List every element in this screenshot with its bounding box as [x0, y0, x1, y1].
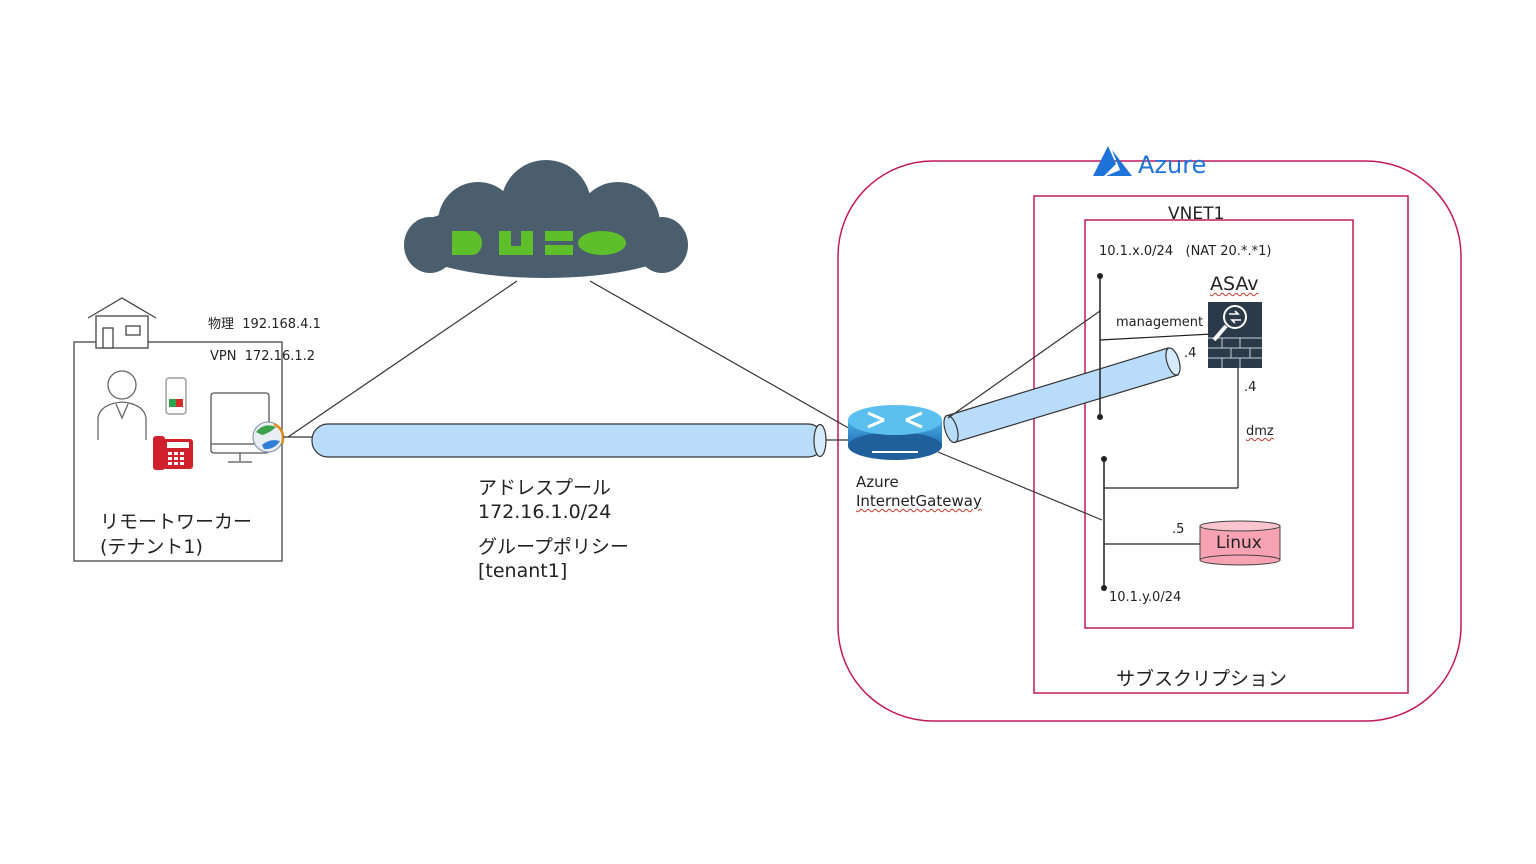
desk-phone-icon: [153, 436, 193, 470]
asav-firewall-icon: [1208, 302, 1262, 368]
linux-server-icon: [1199, 520, 1281, 566]
bottom-subnet-bus-end: [1101, 456, 1107, 462]
group-policy-label: グループポリシー: [478, 536, 629, 558]
remote-worker-caption-line1: リモートワーカー: [100, 511, 253, 533]
physical-ip: 192.168.4.1: [242, 317, 321, 332]
vpn-tunnel: [311, 423, 827, 458]
duo-cloud-icon: [404, 160, 688, 278]
vnet-boundary: [1084, 219, 1354, 629]
smartphone-icon: [165, 377, 187, 415]
vnet-title: VNET1: [1168, 204, 1225, 224]
remote-worker-box: [73, 341, 283, 562]
vpn-ip: 172.16.1.2: [244, 349, 316, 364]
bottom-subnet-label: 10.1.y.0/24: [1109, 590, 1182, 605]
linux-host: .5: [1172, 522, 1185, 537]
management-host: .4: [1184, 346, 1197, 361]
management-tunnel: [943, 347, 1181, 444]
subscription-boundary: [1033, 195, 1409, 694]
azure-logo-text: Azure: [1138, 151, 1207, 179]
asav-name: ASAv: [1210, 273, 1259, 295]
gateway-label-line2: InternetGateway: [856, 492, 982, 510]
physical-ip-label: 物理 192.168.4.1: [208, 317, 321, 333]
gateway-label-line1: Azure: [856, 473, 899, 491]
address-pool-value: 172.16.1.0/24: [478, 501, 612, 523]
vpn-client-icon: [252, 421, 285, 453]
dmz-host: .4: [1244, 380, 1257, 395]
management-label: management: [1116, 315, 1204, 330]
vpn-ip-label: VPN 172.16.1.2: [210, 349, 316, 365]
nat-address: (NAT 20.*.*1): [1185, 244, 1272, 259]
subscription-label: サブスクリプション: [1116, 668, 1288, 690]
duo-to-remote-link: [287, 280, 518, 438]
azure-cloud-boundary: [837, 160, 1462, 722]
azure-logo-icon: [1093, 146, 1132, 176]
group-policy-value: [tenant1]: [478, 560, 568, 582]
top-subnet-label: 10.1.x.0/24 (NAT 20.*.*1): [1099, 244, 1272, 260]
top-subnet-bus-end: [1097, 273, 1103, 279]
house-icon: [87, 297, 157, 349]
dmz-label: dmz: [1246, 424, 1274, 439]
address-pool-label: アドレスプール: [478, 477, 612, 499]
vpn-label: VPN: [210, 349, 237, 364]
remote-worker-caption-line2: (テナント1): [100, 536, 203, 558]
top-subnet-cidr: 10.1.x.0/24: [1099, 244, 1174, 259]
bottom-subnet-bus-end: [1101, 585, 1107, 591]
router-icon: [848, 405, 942, 460]
physical-label: 物理: [208, 317, 235, 332]
gateway-to-top-subnet-link: [947, 310, 1101, 419]
duo-to-gateway-link: [589, 280, 853, 431]
top-subnet-bus-end: [1097, 414, 1103, 420]
gateway-to-bottom-subnet-link: [937, 451, 1103, 521]
management-link: [1099, 333, 1213, 341]
linux-label: Linux: [1216, 533, 1262, 553]
person-icon: [97, 370, 147, 440]
